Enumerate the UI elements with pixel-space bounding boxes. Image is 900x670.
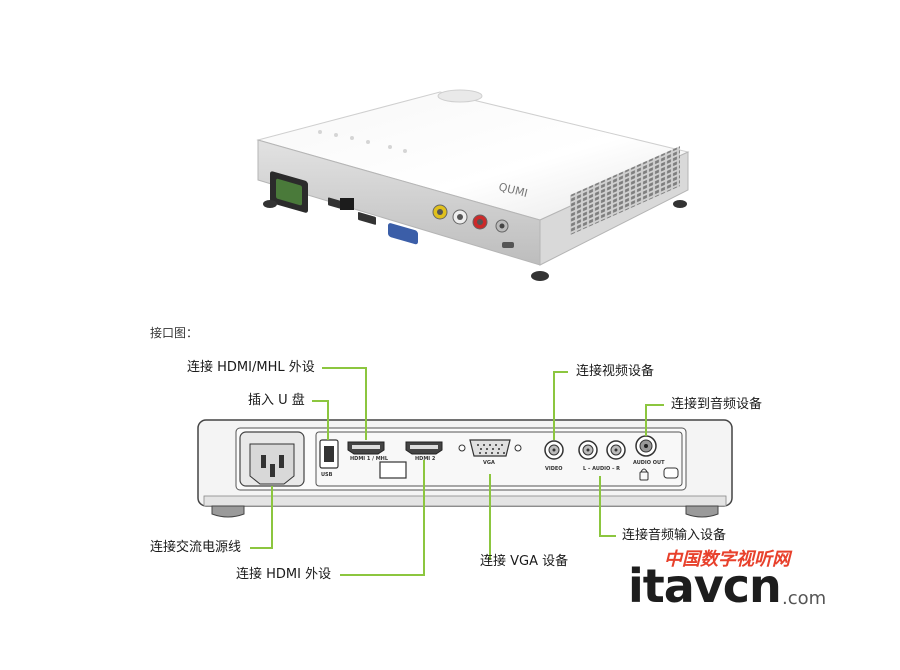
watermark-suffix: .com — [782, 588, 826, 609]
port-label-audio-out: AUDIO OUT — [633, 460, 665, 466]
callout-video: 连接视频设备 — [576, 364, 654, 380]
port-label-video: VIDEO — [545, 466, 563, 472]
callout-hdmi2: 连接 HDMI 外设 — [236, 567, 331, 583]
port-label-vga: VGA — [483, 460, 495, 466]
callout-power: 连接交流电源线 — [150, 540, 241, 556]
foot-left — [212, 506, 244, 517]
port-label-hdmi2: HDMI 2 — [415, 456, 435, 462]
callout-audio-out: 连接到音频设备 — [671, 397, 762, 413]
port-label-audio: L – AUDIO – R — [583, 466, 620, 472]
port-label-usb: USB — [321, 472, 332, 478]
callout-audio-in: 连接音频输入设备 — [622, 528, 726, 544]
callout-hdmi-mhl: 连接 HDMI/MHL 外设 — [187, 360, 315, 376]
callout-usb: 插入 U 盘 — [248, 393, 305, 409]
kensington-slot — [664, 468, 678, 478]
callout-vga: 连接 VGA 设备 — [480, 554, 568, 570]
watermark-logo: itavcn — [628, 560, 781, 612]
foot-right — [686, 506, 718, 517]
port-label-hdmi1: HDMI 1 / MHL — [350, 456, 388, 462]
